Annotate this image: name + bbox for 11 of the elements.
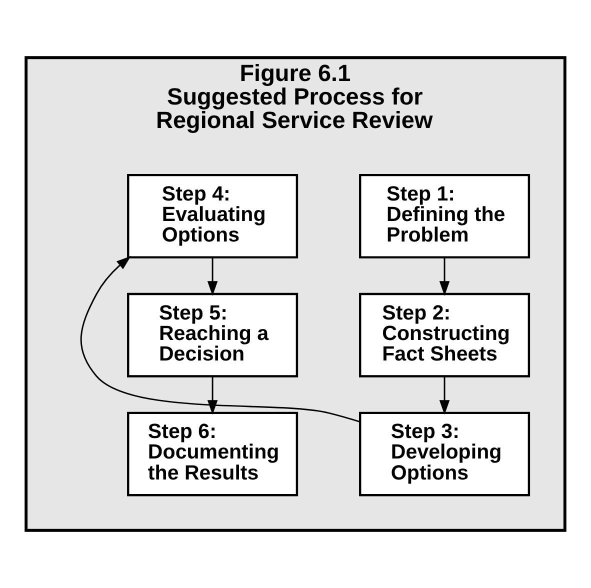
node-box: Step 1: Defining the Problem bbox=[359, 174, 530, 258]
arrow bbox=[80, 256, 360, 422]
node-box: Step 6: Documenting the Results bbox=[127, 412, 298, 496]
arrow bbox=[207, 258, 218, 296]
node-box: Step 3: Developing Options bbox=[359, 412, 530, 496]
node-box: Step 2: Constructing Fact Sheets bbox=[359, 292, 530, 378]
arrow bbox=[207, 376, 218, 415]
node-box: Step 5: Reaching a Decision bbox=[127, 292, 298, 378]
node-box: Step 4: Evaluating Options bbox=[127, 174, 298, 258]
arrow bbox=[439, 258, 450, 296]
arrow bbox=[439, 376, 450, 415]
